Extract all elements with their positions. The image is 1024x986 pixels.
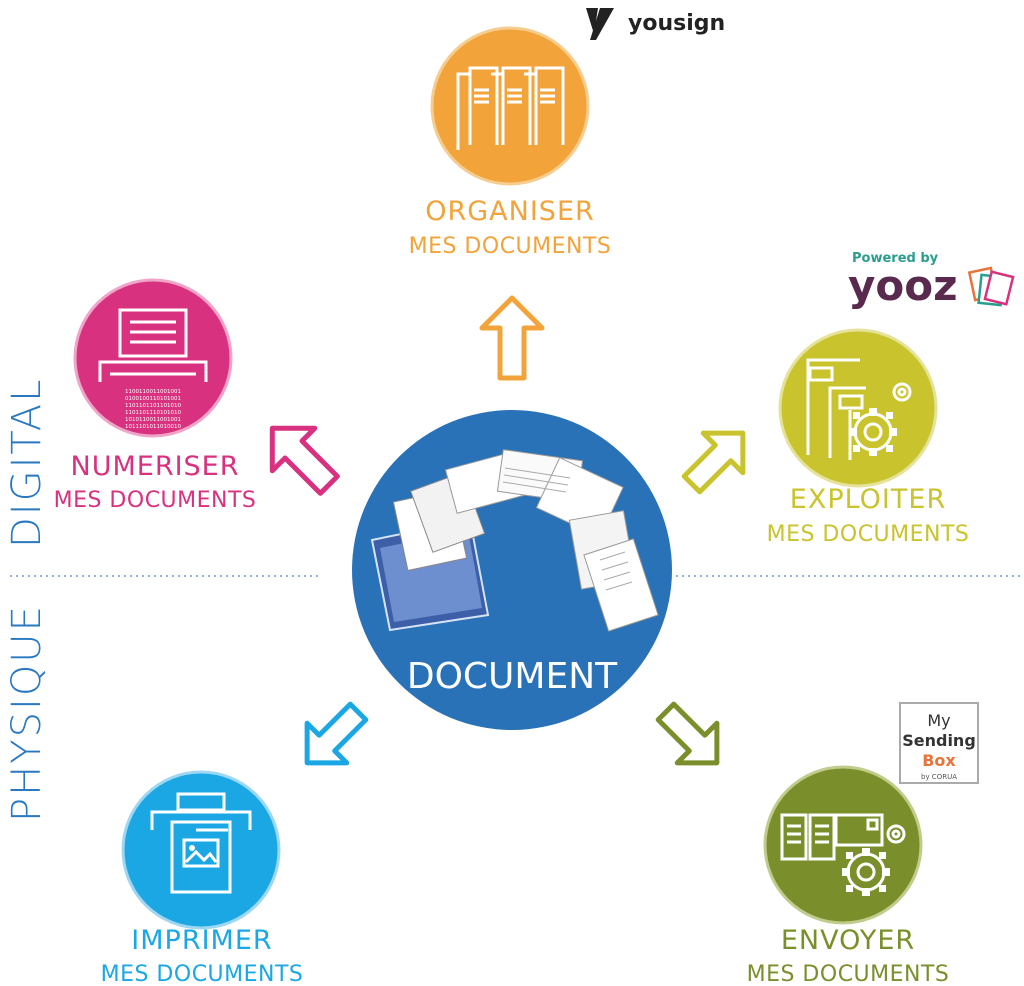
arrow-downright-icon xyxy=(646,692,737,783)
physique-label: PHYSIQUE xyxy=(4,604,50,822)
svg-text:1101101110101010: 1101101110101010 xyxy=(125,410,181,416)
organiser-title: ORGANISER xyxy=(410,196,610,227)
organiser-circle xyxy=(432,28,588,184)
exploiter-circle xyxy=(780,330,936,486)
yooz-logo: Powered by yooz xyxy=(848,251,1013,310)
arrow-up-icon xyxy=(482,298,542,378)
svg-text:1100110011001001: 1100110011001001 xyxy=(125,389,181,395)
arrow-downleft-icon xyxy=(287,692,378,783)
imprimer-circle xyxy=(123,772,279,928)
organiser-subtitle: MES DOCUMENTS xyxy=(390,234,630,259)
imprimer-title: IMPRIMER xyxy=(102,925,302,956)
svg-text:yooz: yooz xyxy=(848,261,958,310)
envoyer-circle xyxy=(765,767,921,923)
yousign-logo: yousign xyxy=(586,8,725,40)
document-label: DOCUMENT xyxy=(407,656,618,697)
digital-label: DIGITAL xyxy=(4,378,50,548)
numeriser-title: NUMERISER xyxy=(55,451,255,482)
exploiter-subtitle: MES DOCUMENTS xyxy=(748,522,988,547)
mysendingbox-logo: My Sending Box by CORUA xyxy=(900,703,978,783)
exploiter-title: EXPLOITER xyxy=(768,484,968,515)
svg-text:1101101101101010: 1101101101101010 xyxy=(125,403,181,409)
envoyer-title: ENVOYER xyxy=(748,925,948,956)
svg-text:yousign: yousign xyxy=(628,11,725,36)
svg-text:0100100110101001: 0100100110101001 xyxy=(125,396,181,402)
svg-text:by CORUA: by CORUA xyxy=(921,773,957,781)
numeriser-subtitle: MES DOCUMENTS xyxy=(35,488,275,513)
imprimer-subtitle: MES DOCUMENTS xyxy=(82,962,322,986)
svg-text:1010110011001001: 1010110011001001 xyxy=(125,417,181,423)
numeriser-circle: 1100110011001001 0100100110101001 110110… xyxy=(75,280,231,436)
binary-data: 1100110011001001 0100100110101001 110110… xyxy=(125,389,181,430)
svg-text:1011101011010010: 1011101011010010 xyxy=(125,424,181,430)
svg-text:Box: Box xyxy=(922,751,956,770)
svg-text:Sending: Sending xyxy=(902,731,976,750)
arrow-upright-icon xyxy=(672,413,763,504)
envoyer-subtitle: MES DOCUMENTS xyxy=(728,962,968,986)
svg-text:My: My xyxy=(927,711,950,730)
